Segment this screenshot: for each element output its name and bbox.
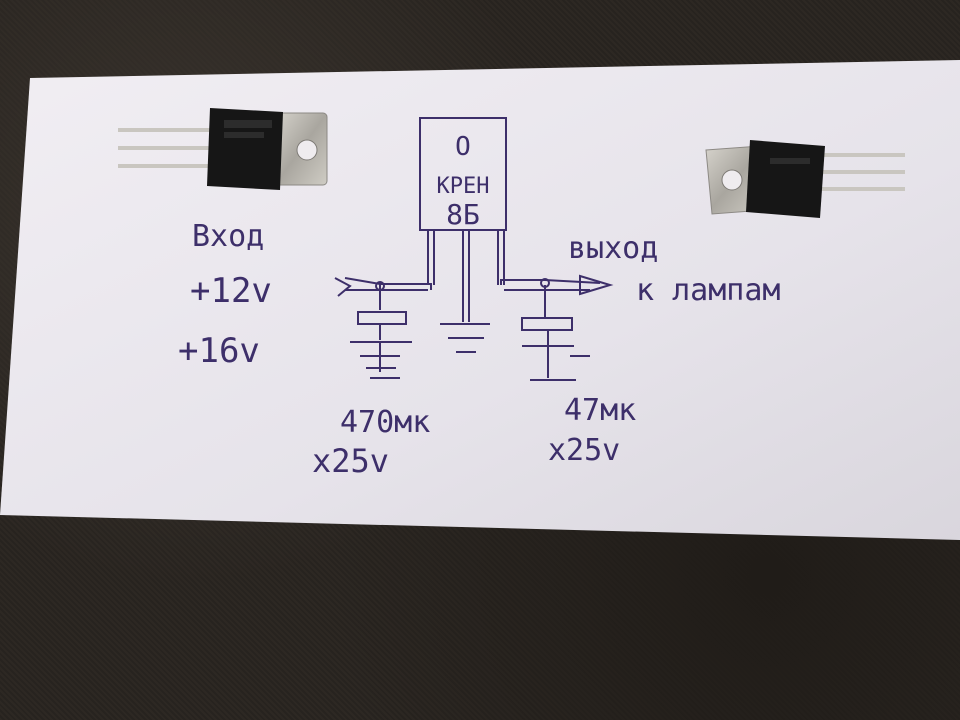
output-destination: к лампам: [636, 273, 781, 308]
input-capacitor-voltage: x25v: [312, 442, 389, 480]
input-voltage-max: +16v: [178, 331, 260, 371]
input-voltage-min: +12v: [190, 271, 272, 311]
input-capacitor-capacitance: 470мк: [340, 405, 430, 440]
regulator-hole-mark: O: [455, 132, 471, 162]
left-regulator-component: [118, 108, 328, 190]
output-wire: [500, 274, 614, 318]
ground-symbol: [440, 323, 490, 353]
output-title: выход: [568, 231, 658, 266]
output-capacitor-symbol: [521, 317, 590, 381]
output-capacitor-voltage: x25v: [548, 433, 620, 468]
right-regulator-component: [705, 140, 905, 218]
output-capacitor-capacitance: 47мк: [564, 393, 636, 428]
input-title: Вход: [192, 219, 264, 254]
regulator-drawing: [419, 117, 507, 322]
input-capacitor-symbol: [350, 311, 412, 379]
regulator-label-line1: КРЕН: [437, 174, 490, 199]
regulator-label-line2: 8Б: [446, 198, 480, 231]
